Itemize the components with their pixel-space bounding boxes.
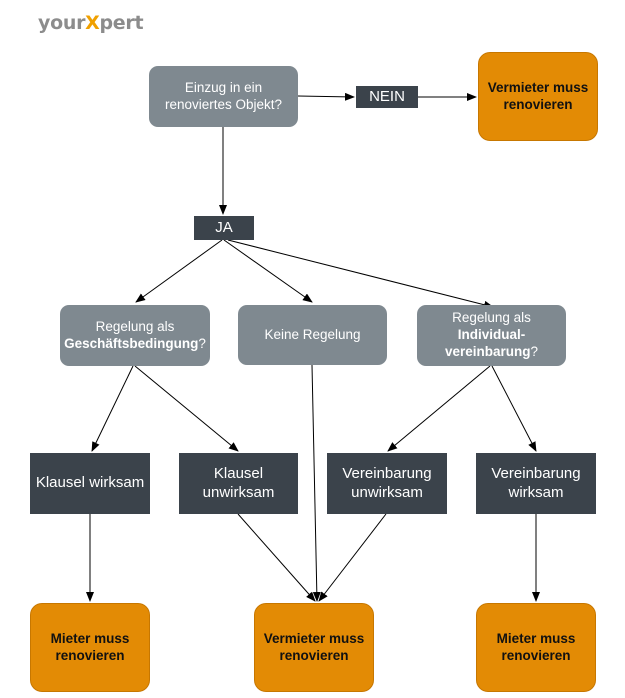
outcome-vermieter-bottom: Vermieter muss renovieren <box>254 603 374 692</box>
question-geschaeftsbedingung: Regelung als Geschäftsbedingung? <box>60 305 210 366</box>
edge-start-to-nein <box>297 92 355 101</box>
edge-ku-to-vermieter <box>237 513 316 602</box>
vw-line2: wirksam <box>508 483 564 501</box>
logo-prefix: your <box>38 12 86 34</box>
edge-vu-to-vermieter <box>318 513 387 602</box>
vu-line1: Vereinbarung <box>342 464 432 482</box>
vw-line1: Vereinbarung <box>491 464 581 482</box>
kw-line1: Klausel <box>35 474 86 492</box>
edge-gb-to-kw <box>91 365 134 452</box>
label-ja: JA <box>194 216 254 240</box>
ku-line1: Klausel <box>213 464 264 482</box>
outcome-vermieter-top-line1: Vermieter muss <box>487 79 589 95</box>
outcome-mieter-right: Mieter muss renovieren <box>476 603 596 692</box>
outcome-vermieter-top-line2: renovieren <box>503 96 573 112</box>
brand-logo: yourXpert <box>38 12 144 34</box>
question-gb-bold: Geschäftsbedingung <box>64 335 199 351</box>
mieter-left-line1: Mieter muss <box>50 630 130 646</box>
outcome-vermieter-top: Vermieter muss renovieren <box>478 52 598 141</box>
question-iv-suffix: ? <box>530 343 539 359</box>
edge-keine-to-vermieter <box>311 364 321 602</box>
state-vereinbarung-unwirksam: Vereinbarung unwirksam <box>327 453 447 514</box>
question-iv-bold1: Individual- <box>457 327 526 343</box>
question-einzug-line2: renoviertes Objekt? <box>164 96 283 112</box>
edge-ja-to-gb <box>135 239 223 303</box>
kw-line2: wirksam <box>89 474 145 492</box>
question-iv-bold2: vereinbarung <box>444 343 531 359</box>
edge-gb-to-ku <box>134 365 239 452</box>
edge-iv-to-vw <box>491 365 537 452</box>
logo-x: X <box>85 12 100 34</box>
question-gb-line1: Regelung als <box>95 318 175 334</box>
state-vereinbarung-wirksam: Vereinbarung wirksam <box>476 453 596 514</box>
mieter-left-line2: renovieren <box>55 647 125 663</box>
question-einzug: Einzug in ein renoviertes Objekt? <box>149 66 298 127</box>
vermieter-bottom-line1: Vermieter muss <box>263 630 365 646</box>
logo-suffix: pert <box>99 12 144 34</box>
edge-ja-to-keine <box>223 239 313 303</box>
edge-ja-to-iv <box>227 239 494 309</box>
question-iv-line1: Regelung als <box>452 310 531 326</box>
vermieter-bottom-line2: renovieren <box>279 647 349 663</box>
question-keine-regelung: Keine Regelung <box>238 305 387 365</box>
question-individualvereinbarung: Regelung als Individual- vereinbarung? <box>417 305 566 366</box>
outcome-mieter-left: Mieter muss renovieren <box>30 603 150 692</box>
edge-iv-to-vu <box>387 365 491 452</box>
label-nein: NEIN <box>356 86 418 108</box>
keine-regelung-label: Keine Regelung <box>264 326 361 342</box>
mieter-right-line2: renovieren <box>501 647 571 663</box>
mieter-right-line1: Mieter muss <box>496 630 576 646</box>
state-klausel-wirksam: Klausel wirksam <box>30 453 150 514</box>
state-klausel-unwirksam: Klausel unwirksam <box>179 453 298 514</box>
question-gb-suffix: ? <box>198 335 206 351</box>
vu-line2: unwirksam <box>351 483 423 501</box>
ku-line2: unwirksam <box>202 483 275 501</box>
question-einzug-line1: Einzug in ein <box>184 79 263 95</box>
